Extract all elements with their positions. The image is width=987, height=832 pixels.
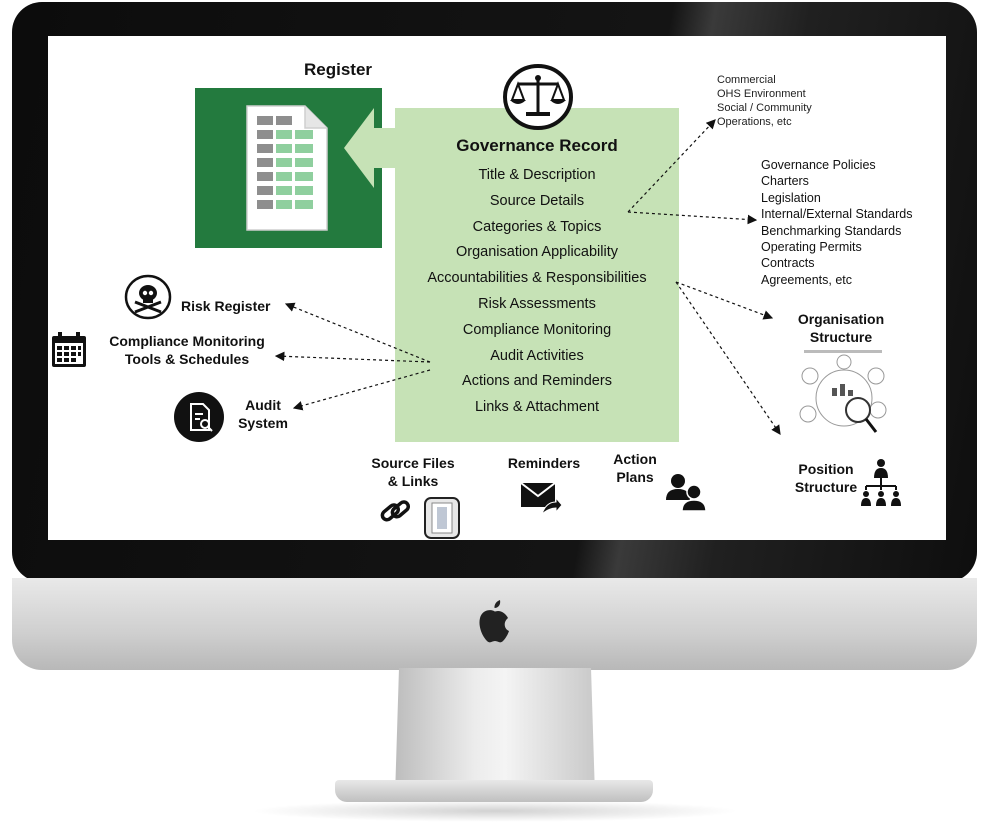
apple-logo-icon <box>476 598 512 644</box>
compliance-tools-line1: Compliance Monitoring <box>109 333 265 349</box>
record-item: Source Details <box>489 192 585 209</box>
record-item: Compliance Monitoring <box>462 321 612 338</box>
record-item: Links & Attachment <box>474 399 600 416</box>
governance-record-title: Governance Record <box>456 136 618 155</box>
source-files-line2: & Links <box>387 473 439 489</box>
record-item: Accountabilities & Responsibilities <box>427 270 647 287</box>
arrow-to-categories <box>627 119 716 213</box>
org-structure-line1: Organisation <box>797 311 885 327</box>
source-files-label: Source Files & Links <box>358 454 468 490</box>
document-icon <box>423 496 461 540</box>
audit-system-line1: Audit <box>245 397 281 413</box>
record-item: Categories & Topics <box>472 218 602 235</box>
org-structure-label: Organisation Structure <box>776 310 906 346</box>
source-item: Operating Permits <box>761 240 862 255</box>
record-item: Title & Description <box>478 167 596 183</box>
position-structure-line2: Structure <box>794 479 858 495</box>
source-item: Internal/External Standards <box>761 207 913 222</box>
source-item: Contracts <box>761 256 815 271</box>
people-icon <box>664 472 708 512</box>
arrow-to-sources <box>627 211 758 225</box>
record-item: Risk Assessments <box>478 295 596 312</box>
audit-document-icon <box>174 392 224 442</box>
arrow-to-audit-system <box>292 369 431 411</box>
record-to-register-arrow <box>344 98 404 198</box>
category-item: Operations, etc <box>717 116 792 128</box>
action-plans-line2: Plans <box>616 469 654 485</box>
arrow-to-position-structure <box>675 281 781 435</box>
reminders-label: Reminders <box>507 455 581 471</box>
skull-icon <box>124 274 172 320</box>
spreadsheet-icon <box>245 104 329 232</box>
source-item: Agreements, etc <box>761 272 853 287</box>
calendar-icon <box>51 332 87 368</box>
governance-record-panel <box>395 108 679 442</box>
org-structure-image <box>796 348 890 438</box>
arrow-to-org-structure <box>675 281 774 320</box>
monitor-stand <box>395 668 595 796</box>
source-item: Legislation <box>761 190 821 205</box>
sources-list: Governance Policies Charters Legislation… <box>761 157 912 288</box>
risk-register-label: Risk Register <box>181 298 271 314</box>
arrow-to-risk-register <box>284 302 431 363</box>
category-item: Commercial <box>717 74 776 86</box>
source-item: Benchmarking Standards <box>761 223 902 238</box>
screen: Register <box>48 36 946 540</box>
position-structure-line1: Position <box>798 461 854 477</box>
compliance-tools-label: Compliance Monitoring Tools & Schedules <box>92 332 282 368</box>
source-item: Governance Policies <box>761 158 876 172</box>
position-structure-label: Position Structure <box>784 460 868 496</box>
audit-system-label: Audit System <box>228 396 298 432</box>
source-files-line1: Source Files <box>371 455 455 471</box>
stand-shadow <box>250 800 740 822</box>
link-icon <box>378 496 412 528</box>
scales-icon <box>502 64 574 130</box>
org-structure-line2: Structure <box>809 329 873 345</box>
monitor-base <box>335 780 653 802</box>
arrow-to-compliance-tools <box>274 351 431 363</box>
connector-arrows <box>274 119 781 435</box>
compliance-tools-line2: Tools & Schedules <box>124 351 250 367</box>
register-title: Register <box>303 60 373 79</box>
record-item: Audit Activities <box>490 347 584 364</box>
action-plans-line1: Action <box>613 451 657 467</box>
category-item: Social / Community <box>717 102 812 114</box>
envelope-icon <box>520 482 563 518</box>
audit-system-line2: System <box>238 415 288 431</box>
action-plans-label: Action Plans <box>600 450 670 486</box>
record-item: Actions and Reminders <box>462 373 612 390</box>
record-item: Organisation Applicability <box>455 244 618 261</box>
org-chart-icon <box>860 458 902 508</box>
source-item: Charters <box>761 174 809 189</box>
category-item: OHS Environment <box>717 88 806 100</box>
categories-list: Commercial OHS Environment Social / Comm… <box>717 73 812 129</box>
governance-record-items: Title & Description Source Details Categ… <box>395 163 679 421</box>
